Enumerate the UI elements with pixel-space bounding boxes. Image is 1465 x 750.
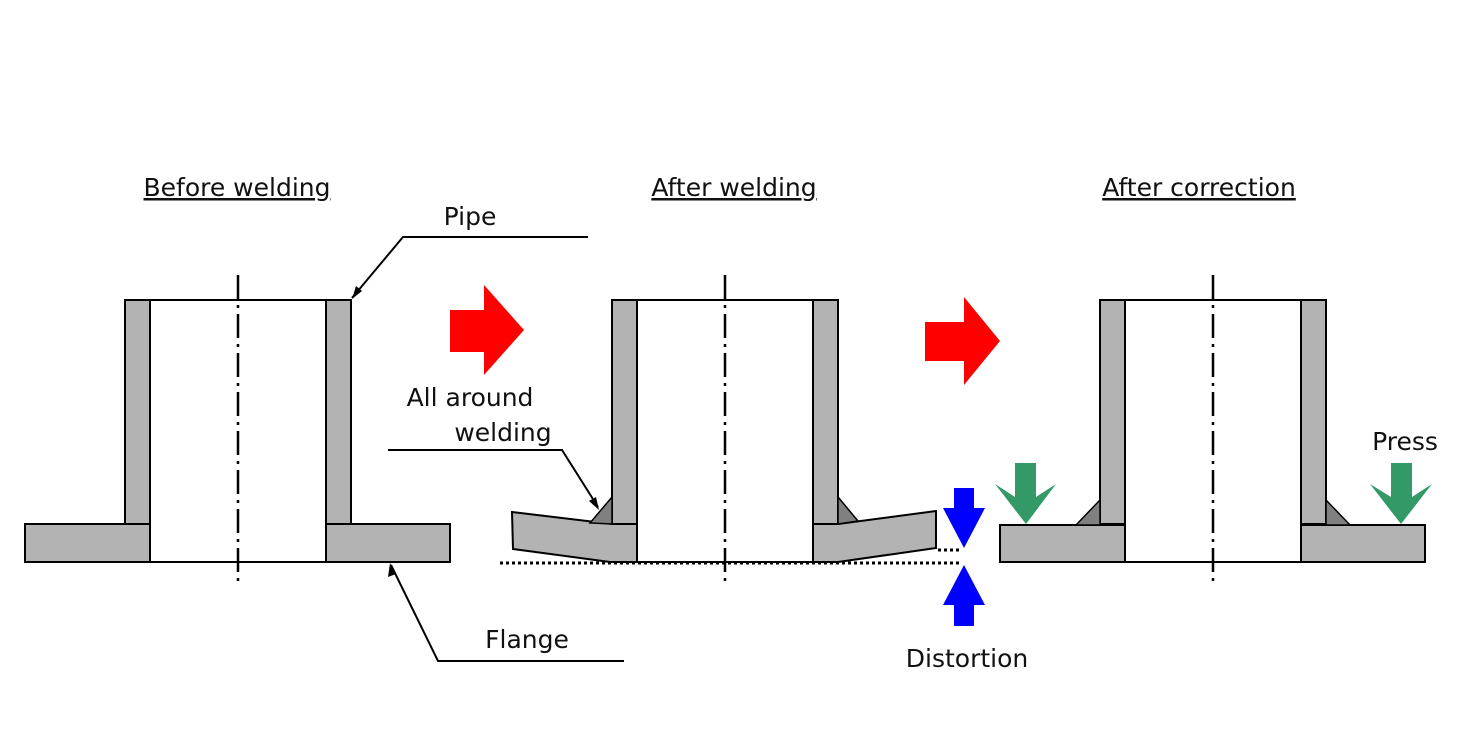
stage-before-welding: Before welding Pipe Flange — [24, 173, 624, 662]
press-arrow-left-icon — [995, 463, 1056, 524]
weld-leader-arrowhead-icon — [589, 497, 599, 510]
pipe-leader-line — [351, 236, 588, 299]
weld-label-line1: All around — [407, 383, 534, 412]
distortion-arrow-down-icon — [943, 488, 985, 548]
pipe-label: Pipe — [444, 202, 497, 231]
weld-leader-line — [388, 449, 599, 508]
flange-left-corrected — [999, 524, 1126, 563]
process-arrow-icon-2 — [925, 297, 1000, 385]
flange-left-before — [24, 523, 151, 563]
pipe-wall-left-after-correction — [1099, 299, 1126, 525]
pipe-wall-left-after-welding — [611, 299, 638, 525]
title-before-welding: Before welding — [144, 173, 331, 202]
distortion-arrow-up-icon — [943, 565, 985, 626]
pipe-wall-right-after-welding — [812, 299, 839, 525]
weld-bead-right — [837, 494, 860, 525]
pipe-leader-arrowhead-icon — [352, 286, 362, 299]
press-arrow-right-icon — [1370, 463, 1432, 524]
process-arrow-icon-1 — [450, 285, 524, 375]
flange-leader-arrowhead-icon — [388, 563, 396, 577]
flange-right-corrected — [1300, 524, 1426, 563]
weld-bead-left-corrected — [1074, 498, 1101, 526]
flange-label: Flange — [485, 625, 569, 654]
weld-bead-left — [588, 494, 613, 525]
pipe-wall-left-before — [124, 299, 151, 525]
title-after-correction: After correction — [1102, 173, 1296, 202]
weld-label-line2: welding — [454, 418, 551, 447]
distortion-label: Distortion — [906, 644, 1029, 673]
press-label: Press — [1372, 427, 1438, 456]
flange-right-before — [325, 523, 451, 563]
pipe-wall-right-after-correction — [1300, 299, 1327, 525]
pipe-wall-right-before — [325, 299, 352, 525]
stage-after-correction: After correction Press — [995, 173, 1438, 585]
title-after-welding: After welding — [651, 173, 816, 202]
flange-leader-line — [390, 564, 624, 662]
weld-bead-right-corrected — [1325, 498, 1352, 526]
stage-after-welding: After welding All around welding Distort… — [388, 173, 1028, 673]
